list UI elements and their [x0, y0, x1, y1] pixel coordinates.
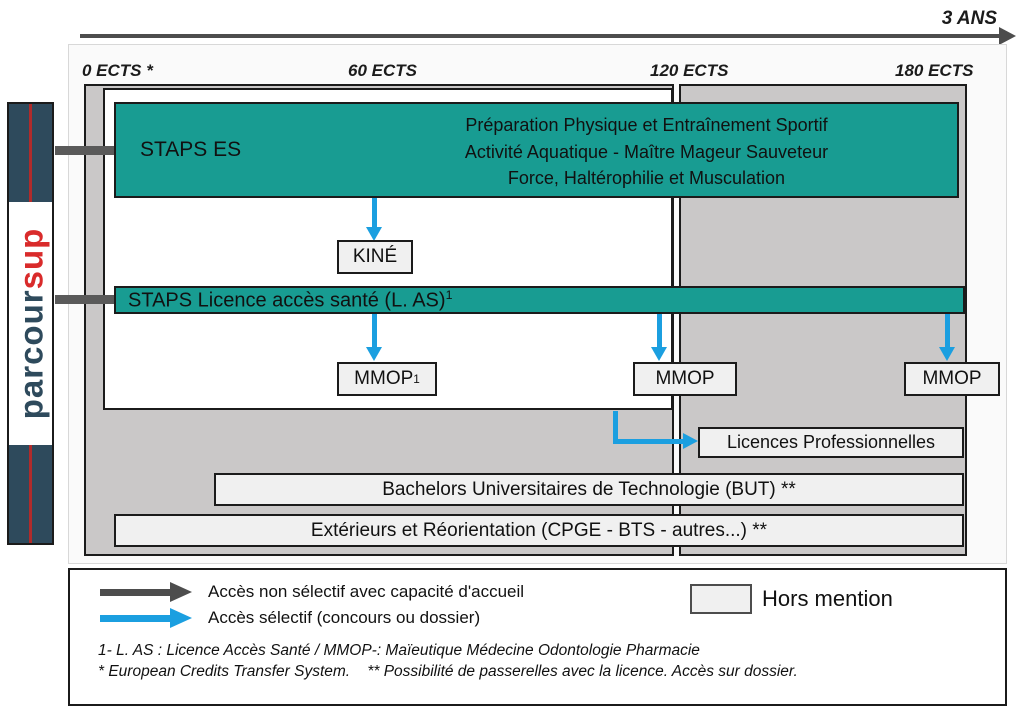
logo-cap-top	[9, 104, 52, 202]
staps-es-box: STAPS ES Préparation Physique et Entraîn…	[114, 102, 959, 198]
licences-professionnelles-label: Licences Professionnelles	[726, 432, 936, 452]
timeline-arrow-head	[999, 27, 1016, 45]
legend-arrow-dark-icon	[100, 581, 192, 602]
legend-panel: Accès non sélectif avec capacité d'accue…	[68, 568, 1007, 706]
staps-es-title: STAPS ES	[140, 138, 242, 161]
legend-swatch-hors-mention	[690, 584, 752, 614]
arrow-parcoursup-to-staps-es	[55, 138, 130, 163]
arrow-las-to-mmop-3	[939, 314, 955, 361]
parcoursup-logo: parcoursup	[7, 102, 54, 545]
kine-box: KINÉ	[337, 240, 413, 274]
legend-row-non-selectif: Accès non sélectif avec capacité d'accue…	[100, 581, 525, 602]
exterieurs-label: Extérieurs et Réorientation (CPGE - BTS …	[310, 519, 768, 541]
arrow-head	[170, 581, 192, 602]
speciality-item: Force, Haltérophilie et Musculation	[507, 168, 786, 189]
legend-row-hors-mention: Hors mention	[690, 584, 893, 614]
licences-professionnelles-box: Licences Professionnelles	[698, 427, 964, 458]
staps-las-box: STAPS Licence accès santé (L. AS)1	[114, 286, 965, 314]
mmop-box-180ects: MMOP	[904, 362, 1000, 396]
arrow-bar	[100, 614, 174, 622]
legend-label-selectif: Accès sélectif (concours ou dossier)	[208, 608, 481, 627]
logo-red-line-top	[29, 104, 32, 202]
staps-las-title: STAPS Licence accès santé (L. AS)	[128, 289, 446, 312]
logo-word-wrap: parcoursup	[9, 202, 52, 445]
kine-label: KINÉ	[352, 246, 398, 267]
exterieurs-bar: Extérieurs et Réorientation (CPGE - BTS …	[114, 514, 964, 547]
arrow-parcoursup-to-staps-las	[55, 287, 130, 312]
staps-es-specialities: Préparation Physique et Entraînement Spo…	[396, 112, 897, 192]
mmop-superscript: 1	[413, 372, 420, 386]
arrow-head	[170, 607, 192, 628]
ects-label-60: 60 ECTS	[348, 61, 417, 80]
legend-row-selectif: Accès sélectif (concours ou dossier)	[100, 607, 481, 628]
timeline-axis-arrow	[80, 27, 1016, 45]
legend-label-non-selectif: Accès non sélectif avec capacité d'accue…	[208, 582, 525, 601]
arrow-las-to-mmop-2	[651, 314, 667, 361]
arrow-las-to-mmop-1	[366, 314, 382, 361]
logo-text-sup: sup	[12, 227, 50, 290]
speciality-item: Activité Aquatique - Maître Mageur Sauve…	[464, 141, 829, 162]
arrow-segment-vertical	[613, 411, 618, 442]
mmop-label: MMOP	[922, 368, 982, 389]
ects-label-0: 0 ECTS *	[82, 61, 153, 80]
logo-cap-bottom	[9, 445, 52, 543]
legend-arrow-blue-icon	[100, 607, 192, 628]
ects-label-120: 120 ECTS	[650, 61, 729, 80]
mmop-label: MMOP	[354, 368, 414, 389]
arrow-segment-horizontal	[613, 439, 685, 444]
arrow-staps-es-to-kine	[366, 198, 382, 241]
logo-text-parcour: parcour	[12, 289, 50, 420]
staps-las-superscript: 1	[445, 287, 453, 302]
arrow-bar	[100, 588, 174, 596]
timeline-duration-label: 3 ANS	[941, 8, 997, 29]
mmop-box-120ects: MMOP	[633, 362, 737, 396]
but-bar: Bachelors Universitaires de Technologie …	[214, 473, 964, 506]
speciality-item: Préparation Physique et Entraînement Spo…	[465, 115, 828, 135]
but-label: Bachelors Universitaires de Technologie …	[382, 478, 796, 500]
staps-las-title-wrap: STAPS Licence accès santé (L. AS)1	[128, 288, 452, 313]
logo-red-line-bottom	[29, 445, 32, 543]
mmop-label: MMOP	[655, 368, 715, 389]
arrow-head	[683, 433, 698, 449]
legend-label-hors-mention: Hors mention	[762, 586, 893, 611]
logo-wordmark: parcoursup	[12, 227, 50, 420]
legend-footnote-2: * European Credits Transfer System. ** P…	[98, 663, 798, 680]
arrow-to-licences-professionnelles	[613, 411, 698, 449]
legend-footnote-1: 1- L. AS : Licence Accès Santé / MMOP-: …	[98, 642, 700, 659]
ects-label-180: 180 ECTS	[895, 61, 974, 80]
